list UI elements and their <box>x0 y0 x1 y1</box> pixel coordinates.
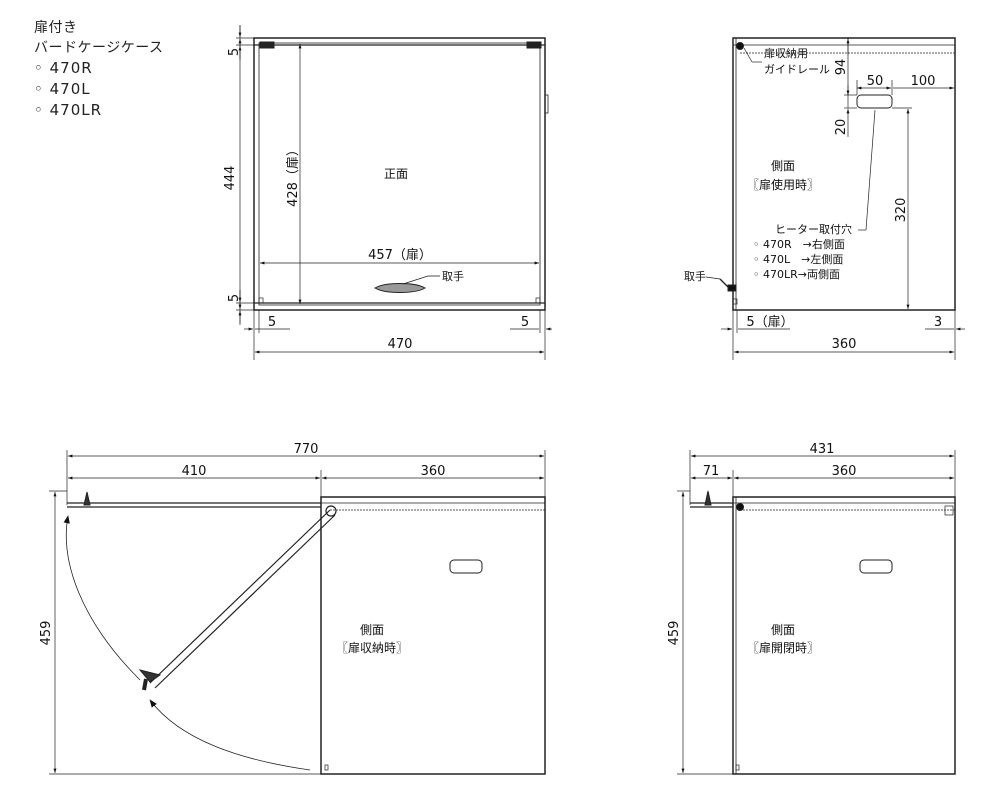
stored-outer-frame <box>320 496 546 775</box>
front-dim-right-margin: 5 <box>521 315 529 330</box>
side-use-outer-frame <box>732 37 956 311</box>
front-view <box>236 25 552 360</box>
side-dim-20: 20 <box>834 119 849 136</box>
model-470lr: ◦ 470LR <box>34 101 103 119</box>
front-view-label: 正面 <box>384 167 408 181</box>
front-dim-width: 470 <box>388 337 413 352</box>
stored-label-1: 側面 <box>360 623 384 637</box>
stored-dim-depth: 360 <box>421 464 446 479</box>
side-dim-50: 50 <box>867 74 884 89</box>
front-dim-door-height: 428（扉） <box>285 143 301 207</box>
side-dim-door-offset: 5（扉） <box>746 314 793 330</box>
title-block: 扉付き バードケージケース ◦ 470R ◦ 470L ◦ 470LR <box>34 18 164 121</box>
stored-label-2: 〖扉収納時〗 <box>336 641 408 655</box>
front-dim-top-margin: 5 <box>227 48 242 56</box>
title-line-1: 扉付き <box>34 20 78 36</box>
model-470l: ◦ 470L <box>34 80 91 98</box>
open-dim-71: 71 <box>703 464 720 479</box>
side-use-label-1: 側面 <box>771 159 795 173</box>
hinge-icon <box>259 41 275 49</box>
rail-pivot-icon <box>736 503 744 511</box>
stored-dim-height: 459 <box>39 621 54 646</box>
handle-icon <box>138 669 162 683</box>
front-dim-left-margin: 5 <box>268 315 276 330</box>
side-view-open <box>677 450 956 775</box>
side-handle-icon <box>727 284 737 292</box>
front-outer-frame <box>253 37 546 311</box>
title-line-2: バードケージケース <box>34 40 164 56</box>
pivot-icon <box>325 505 337 517</box>
heater-hole-icon <box>859 559 893 574</box>
heater-note-470l: ◦ 470L →左側面 <box>753 253 843 266</box>
front-dim-bottom-margin: 5 <box>227 294 242 302</box>
open-dim-depth: 360 <box>832 464 857 479</box>
open-dim-height: 459 <box>667 621 682 646</box>
side-handle-label: 取手 <box>684 269 706 283</box>
open-dim-total: 431 <box>810 442 835 457</box>
side-view-use <box>705 37 965 360</box>
heater-note-470lr: ◦ 470LR→両側面 <box>753 268 840 281</box>
side-dim-3: 3 <box>934 315 942 330</box>
front-dim-height: 444 <box>223 166 238 191</box>
hinge-icon <box>526 41 542 49</box>
model-470r: ◦ 470R <box>34 59 93 77</box>
open-outer-frame <box>732 496 956 775</box>
side-dim-depth: 360 <box>832 337 857 352</box>
open-label-2: 〖扉開閉時〗 <box>747 641 819 655</box>
heater-hole-icon <box>856 94 893 109</box>
stored-dim-door: 410 <box>182 464 207 479</box>
heater-hole-icon <box>449 559 483 574</box>
handle-icon <box>704 490 712 506</box>
side-dim-100: 100 <box>911 74 936 89</box>
heater-note-470r: ◦ 470R →右側面 <box>753 237 845 251</box>
rail-label-line2: ガイドレール <box>764 63 830 76</box>
rail-label-line1: 扉収納用 <box>764 47 808 60</box>
heater-label: ヒーター取付穴 <box>775 222 852 236</box>
rail-pivot-icon <box>736 42 744 50</box>
stored-dim-total: 770 <box>294 442 319 457</box>
front-dim-door-width: 457（扉） <box>368 247 432 263</box>
side-view-stored <box>49 450 546 775</box>
open-label-1: 側面 <box>771 623 795 637</box>
side-dim-94: 94 <box>834 59 849 76</box>
front-handle-label: 取手 <box>442 269 464 283</box>
side-dim-320: 320 <box>894 198 909 223</box>
handle-icon <box>374 283 426 293</box>
front-door-frame <box>258 42 541 306</box>
side-use-label-2: 〖扉使用時〗 <box>747 177 819 192</box>
handle-icon <box>83 491 91 506</box>
